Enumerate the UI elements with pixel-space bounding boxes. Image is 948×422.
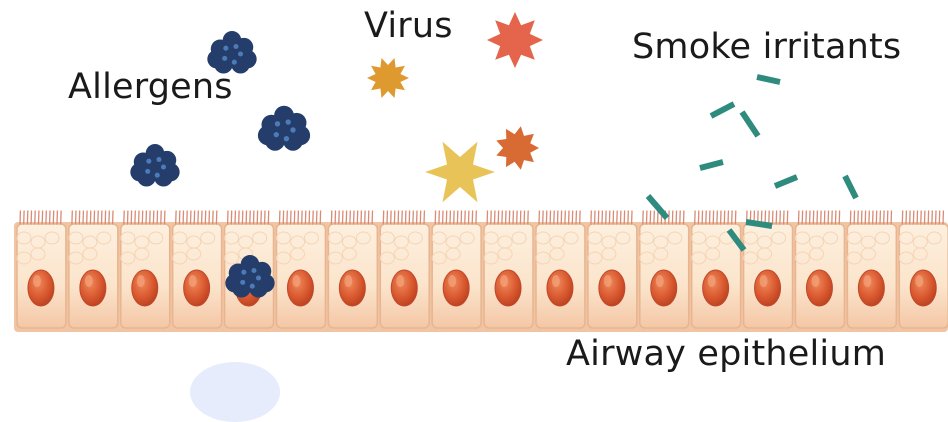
allergen-speck — [238, 51, 243, 56]
nucleus-highlight — [292, 275, 300, 287]
epithelial-cell — [69, 224, 118, 328]
allergen-speck — [250, 284, 255, 289]
nucleus-highlight — [189, 275, 197, 287]
nucleus-highlight — [760, 275, 768, 287]
epithelial-cell — [432, 224, 481, 328]
spiky-virus-icon — [496, 126, 539, 169]
allergen-speck — [145, 169, 150, 174]
cell-nucleus — [132, 270, 158, 306]
cell-nucleus — [28, 270, 54, 306]
nucleus-highlight — [915, 275, 923, 287]
epithelial-cell — [328, 224, 377, 328]
epithelial-cell — [588, 224, 637, 328]
nucleus-highlight — [396, 275, 404, 287]
epithelial-cell — [640, 224, 689, 328]
allergens-label: Allergens — [68, 70, 233, 105]
cell-nucleus — [651, 270, 677, 306]
allergen-speck — [161, 164, 166, 169]
allergen-speck — [156, 157, 161, 162]
allergen-cluster-icon — [130, 144, 179, 187]
smoke-particle-icon — [757, 77, 780, 82]
allergen-speck — [155, 173, 160, 178]
cell-nucleus — [755, 270, 781, 306]
smoke-particle-icon — [711, 104, 734, 116]
cell-nucleus — [599, 270, 625, 306]
nucleus-highlight — [656, 275, 664, 287]
allergen-cluster-icon — [258, 106, 310, 151]
allergen-speck — [241, 270, 246, 275]
nucleus-highlight — [85, 275, 93, 287]
allergen-speck — [251, 268, 256, 273]
epithelial-cell — [380, 224, 429, 328]
airway-epithelium — [14, 211, 948, 332]
cell-nucleus — [910, 270, 936, 306]
epithelial-cell — [796, 224, 845, 328]
allergen-speck — [232, 60, 237, 65]
smoke-particle-icon — [700, 162, 723, 168]
epithelial-cell — [17, 224, 66, 328]
cell-nucleus — [495, 270, 521, 306]
allergen-speck — [275, 121, 280, 126]
smoke-particle-icon — [746, 222, 772, 226]
nucleus-highlight — [448, 275, 456, 287]
cell-nucleus — [339, 270, 365, 306]
epithelial-cell — [173, 224, 222, 328]
nucleus-highlight — [33, 275, 41, 287]
epithelial-cell — [484, 224, 533, 328]
epithelial-cell — [277, 224, 326, 328]
smoke-irritants-label: Smoke irritants — [632, 30, 901, 65]
epithelial-cell — [899, 224, 948, 328]
nucleus-highlight — [344, 275, 352, 287]
epithelial-cell — [847, 224, 896, 328]
cell-nucleus — [184, 270, 210, 306]
allergen-speck — [223, 46, 228, 51]
cell-nucleus — [80, 270, 106, 306]
epithelial-cell — [744, 224, 793, 328]
epithelial-cell — [121, 224, 170, 328]
cell-nucleus — [287, 270, 313, 306]
airway-epithelium-label: Airway epithelium — [566, 337, 886, 372]
nucleus-highlight — [811, 275, 819, 287]
allergen-speck — [233, 44, 238, 49]
nucleus-highlight — [604, 275, 612, 287]
allergen-speck — [146, 159, 151, 164]
allergen-speck — [274, 132, 279, 137]
nucleus-highlight — [863, 275, 871, 287]
cell-nucleus — [858, 270, 884, 306]
nucleus-highlight — [500, 275, 508, 287]
cell-nucleus — [806, 270, 832, 306]
allergen-speck — [290, 127, 295, 132]
cell-nucleus — [703, 270, 729, 306]
smoke-particle-icon — [742, 112, 758, 136]
cell-nucleus — [391, 270, 417, 306]
allergen-speck — [240, 280, 245, 285]
spiky-virus-icon — [487, 12, 543, 68]
cell-nucleus — [443, 270, 469, 306]
nucleus-highlight — [552, 275, 560, 287]
nucleus-highlight — [708, 275, 716, 287]
smoke-particle-icon — [845, 176, 856, 198]
smoke-particle-icon — [775, 177, 797, 186]
virus-label: Virus — [364, 9, 453, 44]
nucleus-highlight — [137, 275, 145, 287]
epithelial-cell — [536, 224, 585, 328]
cell-nucleus — [547, 270, 573, 306]
allergen-speck — [256, 275, 261, 280]
allergen-speck — [284, 136, 289, 141]
spiky-virus-icon — [425, 142, 495, 203]
allergen-speck — [286, 119, 291, 124]
spiky-virus-icon — [367, 58, 409, 98]
allergen-speck — [222, 56, 227, 61]
